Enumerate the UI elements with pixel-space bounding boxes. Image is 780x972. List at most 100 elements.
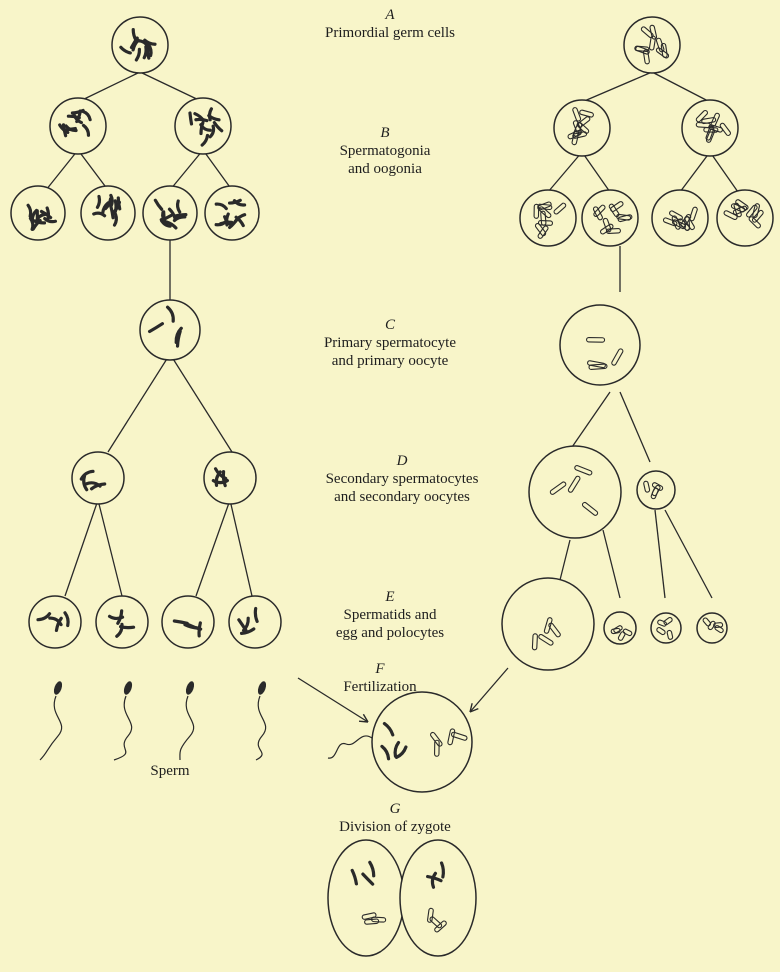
cell [96, 596, 148, 648]
stage-g-letter: G [320, 800, 470, 818]
cell [697, 613, 727, 643]
lineage-line [582, 152, 610, 192]
stage-g-label: G Division of zygote [320, 800, 470, 836]
chromosome [196, 119, 207, 120]
stage-d-label: D Secondary spermatocytes and secondary … [292, 452, 512, 506]
sperm-tail [328, 736, 372, 758]
lineage-line [140, 72, 203, 102]
stage-a-letter: A [300, 6, 480, 24]
sperm-tail [180, 696, 194, 760]
lineage-line [548, 152, 582, 192]
chromosome [64, 129, 75, 131]
lineage-line [46, 150, 78, 190]
lineage-line [65, 500, 98, 596]
chromosome [221, 222, 232, 223]
cell [560, 305, 640, 385]
chromosome [148, 47, 149, 58]
lineage-line [665, 510, 712, 598]
stage-c-letter: C [290, 316, 490, 334]
cell [81, 186, 135, 240]
stage-d-letter: D [292, 452, 512, 470]
stage-f-label: F Fertilization [310, 660, 450, 696]
sperm-tail [114, 696, 132, 760]
cell [140, 300, 200, 360]
lineage-line [98, 500, 122, 596]
stage-b-text-2: and oogonia [290, 160, 480, 178]
chromosome [255, 609, 257, 622]
cell-membrane [582, 190, 638, 246]
cell [143, 186, 197, 240]
chromosome [210, 109, 212, 120]
cell-membrane [717, 190, 773, 246]
lineage-line [78, 150, 108, 190]
lineage-line [582, 72, 652, 102]
zygote [328, 692, 472, 792]
cell [229, 596, 281, 648]
stage-c-text-2: and primary oocyte [290, 352, 490, 370]
cell [554, 100, 610, 156]
stage-c-text-1: Primary spermatocyte [290, 334, 490, 352]
chromosome [144, 47, 146, 58]
cell [204, 452, 256, 504]
cell-membrane [529, 446, 621, 538]
cell-membrane [112, 17, 168, 73]
cell [11, 186, 65, 240]
arrow-head [359, 714, 368, 722]
stage-f-text: Fertilization [310, 678, 450, 696]
lineage-line [655, 510, 665, 598]
chromosome [190, 113, 192, 124]
stage-c-label: C Primary spermatocyte and primary oocyt… [290, 316, 490, 370]
cell [651, 613, 681, 643]
cell-membrane [637, 471, 675, 509]
sperm [180, 680, 196, 760]
lineage-line [603, 530, 620, 598]
dividing-zygote [328, 840, 476, 956]
daughter-cell-right [400, 840, 476, 956]
cell-membrane [50, 98, 106, 154]
cell [502, 578, 594, 670]
lineage-line [230, 500, 252, 596]
cell [529, 446, 621, 538]
cell-membrane [81, 186, 135, 240]
cell-membrane [29, 596, 81, 648]
cell [637, 471, 675, 509]
sperm [256, 680, 268, 760]
sperm-head [52, 680, 63, 696]
chromosome [442, 863, 444, 877]
cell-membrane [604, 612, 636, 644]
lineage-line [680, 152, 710, 192]
lineage-line [620, 392, 650, 462]
sperm-head [256, 680, 267, 696]
cell [50, 98, 106, 154]
chromosome [121, 627, 134, 628]
stage-e-text-2: egg and polocytes [300, 624, 480, 642]
cell-membrane [502, 578, 594, 670]
cell [582, 190, 638, 246]
stage-f-letter: F [310, 660, 450, 678]
lineage-line [652, 72, 710, 102]
stage-d-text-1: Secondary spermatocytes [292, 470, 512, 488]
stage-a-text: Primordial germ cells [300, 24, 480, 42]
cell-membrane [652, 190, 708, 246]
cell [717, 190, 773, 246]
lineage-line [570, 392, 610, 450]
stage-b-letter: B [290, 124, 480, 142]
egg-arrow [470, 668, 508, 712]
chromosome [115, 201, 116, 212]
stage-d-text-2: and secondary oocytes [292, 488, 512, 506]
stage-a-label: A Primordial germ cells [300, 6, 480, 42]
cell [72, 452, 124, 504]
cell [652, 190, 708, 246]
chromosome [111, 207, 113, 218]
chromosome [97, 196, 99, 207]
sperm-head [184, 680, 195, 696]
cell-membrane [96, 596, 148, 648]
sperm [114, 680, 134, 760]
cell-membrane [372, 692, 472, 792]
cell-membrane [554, 100, 610, 156]
lineage-line [170, 354, 232, 452]
sperm [40, 680, 64, 760]
lineage-line [710, 152, 738, 192]
cell-membrane [229, 596, 281, 648]
lineage-line [203, 150, 232, 190]
